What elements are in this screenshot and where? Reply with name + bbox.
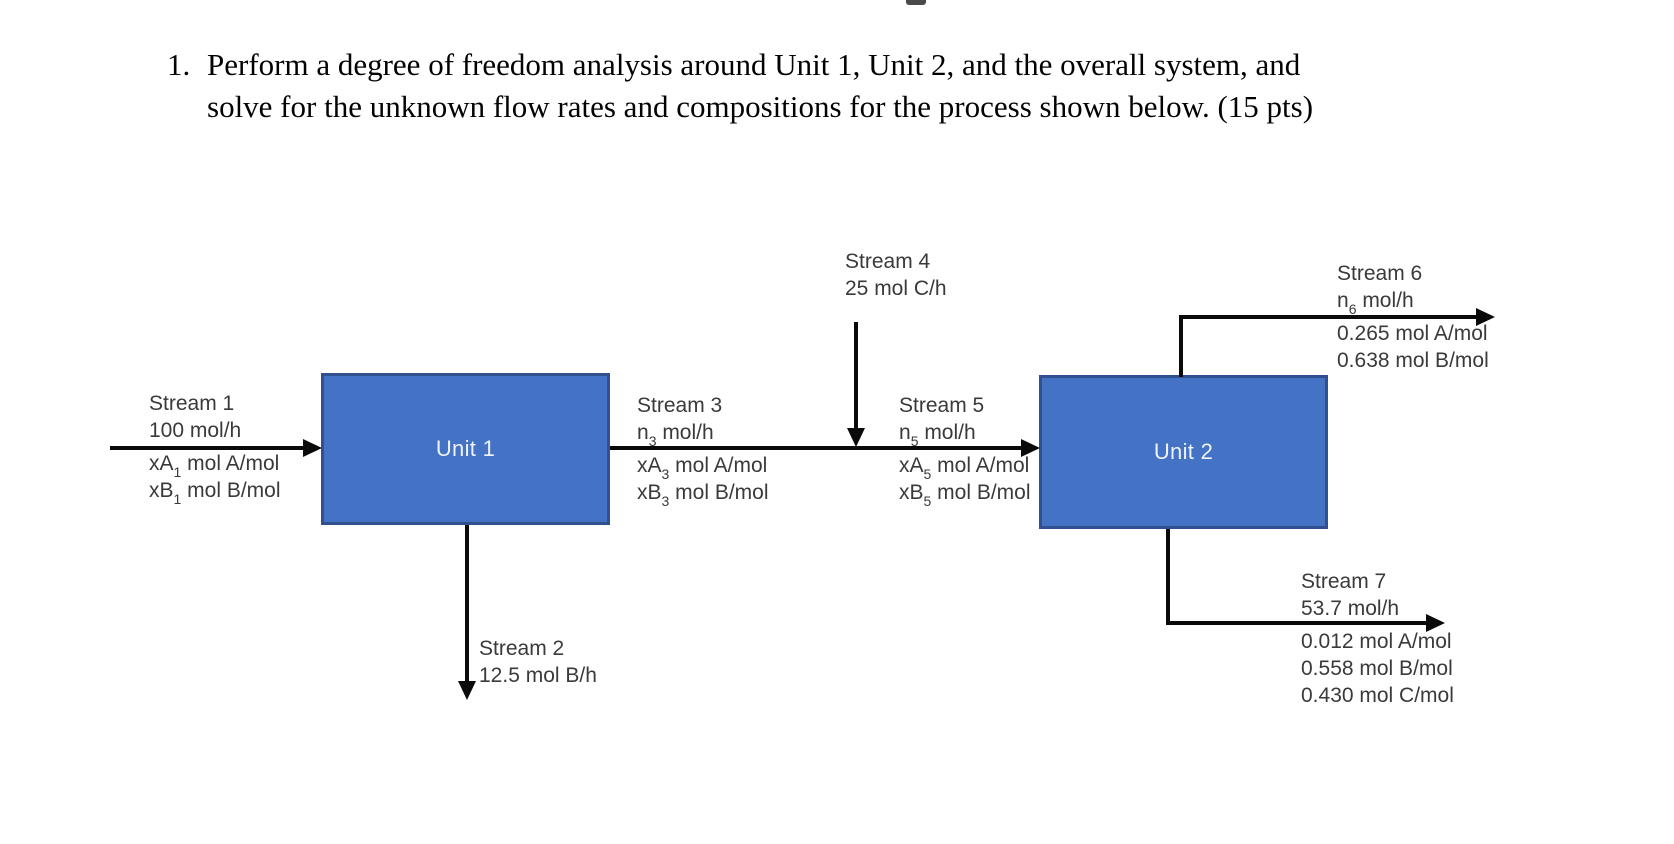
text-part: n [637,421,649,444]
stream-3-5-arrow-line [610,446,1022,450]
text-part: mol A/mol [931,454,1030,477]
stream-3-comp-b: xB3 mol B/mol [637,479,769,510]
stream-7-riser-line [1166,529,1170,625]
text-part: mol B/mol [931,481,1031,504]
stream-4-label: Stream 4 25 mol C/h [845,248,947,302]
subscript: 1 [173,491,182,508]
stream-7-flow: 53.7 mol/h [1301,597,1400,620]
text-part: xB [149,479,174,502]
text-part: xA [149,452,174,475]
text-part: xB [899,481,924,504]
problem-number: 1. [167,47,191,82]
text-part: mol B/mol [181,479,281,502]
text-part: mol A/mol [669,454,768,477]
text-part: xB [637,481,662,504]
stream-1-label-bottom: xA1 mol A/mol xB1 mol B/mol [149,450,281,508]
stream-5-comp-b: xB5 mol B/mol [899,479,1031,510]
stream-4-arrowhead [847,428,865,447]
stream-6-comp-b: 0.638 mol B/mol [1337,349,1489,372]
text-part: mol/h [1356,289,1414,312]
unit-1-label: Unit 1 [435,436,496,461]
unit-2-label: Unit 2 [1153,439,1214,464]
text-part: mol/h [918,421,976,444]
stream-7-comp-b: 0.558 mol B/mol [1301,657,1453,680]
stream-5-comp-a: xA5 mol A/mol [899,452,1031,483]
problem-statement: Perform a degree of freedom analysis aro… [207,44,1313,128]
stream-7-title: Stream 7 [1301,570,1387,593]
stream-5-label-top: Stream 5 n5 mol/h [899,392,985,450]
stream-6-title: Stream 6 [1337,262,1423,285]
stream-3-comp-a: xA3 mol A/mol [637,452,769,483]
unit-2-box: Unit 2 [1039,375,1328,529]
unit-1-box: Unit 1 [321,373,610,525]
problem-line-2: solve for the unknown flow rates and com… [207,89,1314,124]
stream-4-flow: 25 mol C/h [845,277,947,300]
stream-6-arrowhead [1476,308,1495,326]
stream-6-riser-line [1179,315,1183,377]
problem-line-1: Perform a degree of freedom analysis aro… [207,47,1301,82]
stream-7-label-top: Stream 7 53.7 mol/h [1301,568,1399,622]
subscript: 5 [923,493,932,510]
text-part: xA [637,454,662,477]
text-part: n [1337,289,1349,312]
subscript: 1 [173,464,182,481]
text-part: n [899,421,911,444]
stream-5-label-bottom: xA5 mol A/mol xB5 mol B/mol [899,452,1031,510]
stream-3-label-top: Stream 3 n3 mol/h [637,392,723,450]
subscript: 6 [1348,301,1357,318]
stream-6-arrow-line [1179,315,1478,319]
stream-6-label-bottom: 0.265 mol A/mol 0.638 mol B/mol [1337,320,1489,374]
stream-7-label-bottom: 0.012 mol A/mol 0.558 mol B/mol 0.430 mo… [1301,628,1454,709]
stream-1-title: Stream 1 [149,392,235,415]
stream-2-title: Stream 2 [479,637,565,660]
stream-5-title: Stream 5 [899,394,985,417]
stream-1-comp-b: xB1 mol B/mol [149,477,281,508]
stream-5-arrowhead [1021,439,1040,457]
subscript: 5 [923,466,932,483]
stream-2-flow: 12.5 mol B/h [479,664,597,687]
stream-7-comp-a: 0.012 mol A/mol [1301,630,1452,653]
stream-3-label-bottom: xA3 mol A/mol xB3 mol B/mol [637,452,769,510]
cropped-text-fragment [906,0,926,5]
subscript: 5 [910,433,919,450]
text-part: mol A/mol [181,452,280,475]
text-part: mol B/mol [669,481,769,504]
stream-3-title: Stream 3 [637,394,723,417]
stream-6-label-top: Stream 6 n6 mol/h [1337,260,1423,318]
stream-2-arrowhead [458,681,476,700]
stream-7-arrow-line [1166,621,1428,625]
stream-4-arrow-line [854,322,858,430]
stream-1-flow: 100 mol/h [149,419,242,442]
subscript: 3 [661,466,670,483]
stream-1-label-top: Stream 1 100 mol/h [149,390,241,444]
text-part: xA [899,454,924,477]
stream-2-label: Stream 2 12.5 mol B/h [479,635,597,689]
stream-1-arrowhead [303,439,322,457]
stream-2-arrow-line [465,525,469,682]
stream-1-comp-a: xA1 mol A/mol [149,450,281,481]
subscript: 3 [648,433,657,450]
text-part: mol/h [656,421,714,444]
stream-6-comp-a: 0.265 mol A/mol [1337,322,1488,345]
stream-4-title: Stream 4 [845,250,931,273]
stream-3-flow: n3 mol/h [637,419,722,450]
stream-5-flow: n5 mol/h [899,419,984,450]
stream-7-comp-c: 0.430 mol C/mol [1301,684,1454,707]
stream-6-flow: n6 mol/h [1337,287,1422,318]
stream-1-arrow-line [110,446,305,450]
subscript: 3 [661,493,670,510]
stream-7-arrowhead [1426,614,1445,632]
